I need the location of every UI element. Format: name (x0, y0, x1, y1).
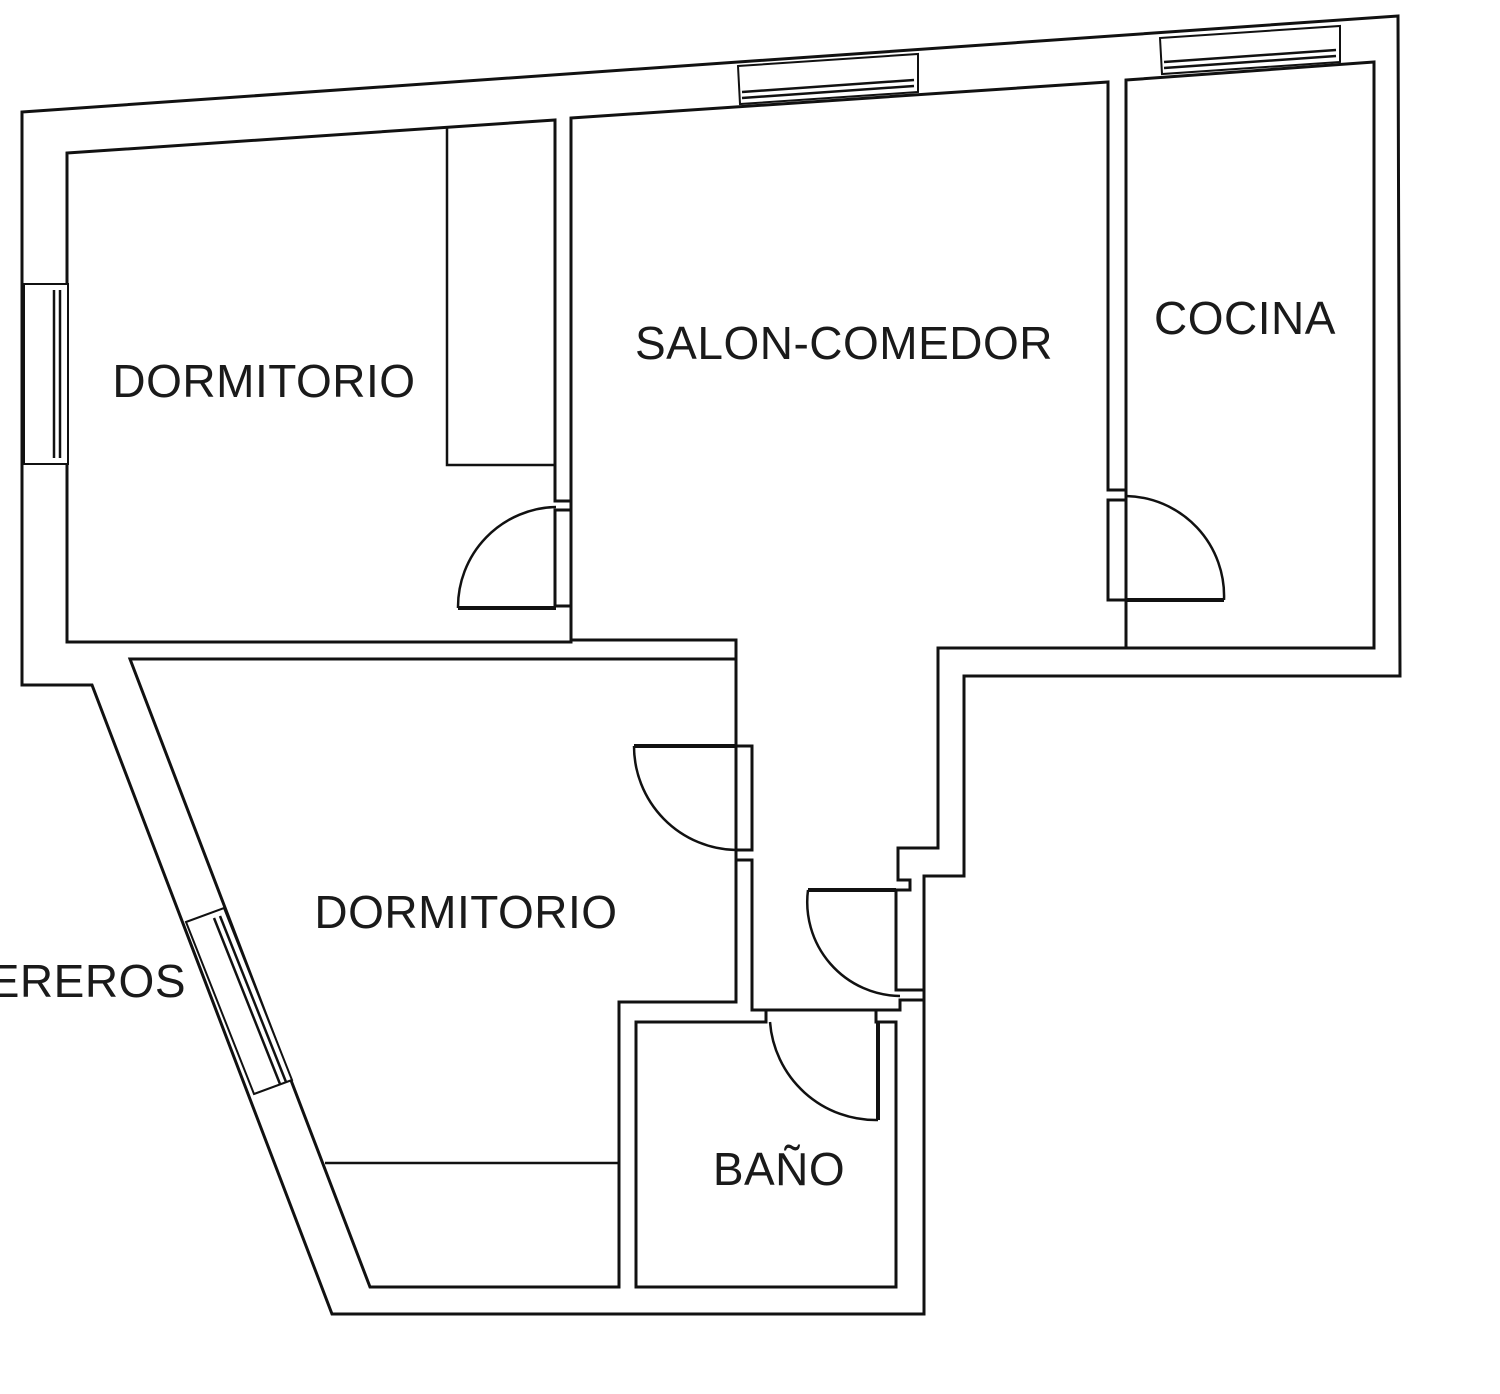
door-bathroom (768, 1021, 880, 1122)
door-bedroom-2 (632, 744, 737, 852)
label-bedroom-1: DORMITORIO (112, 355, 415, 407)
label-living-dining: SALON-COMEDOR (635, 317, 1053, 369)
window-bedroom-2 (184, 906, 294, 1096)
label-kitchen: COCINA (1154, 292, 1336, 344)
door-hall (806, 888, 901, 998)
door-bedroom-1 (456, 505, 557, 610)
kitchen-walls (1124, 60, 1376, 650)
label-bathroom: BAÑO (713, 1143, 845, 1195)
bedroom-1-walls (65, 118, 573, 644)
door-kitchen (1125, 494, 1226, 602)
window-bedroom-1 (23, 283, 69, 465)
window-kitchen (1158, 24, 1341, 76)
exterior-wall (20, 14, 1402, 1316)
bedroom-2-walls (127, 657, 738, 1289)
window-living-dining (736, 52, 919, 106)
label-outside-street: EREROS (0, 955, 186, 1007)
bedroom-1-wardrobe (445, 128, 555, 467)
label-bedroom-2: DORMITORIO (314, 886, 617, 938)
living-dining-hall-walls (569, 80, 1128, 1012)
